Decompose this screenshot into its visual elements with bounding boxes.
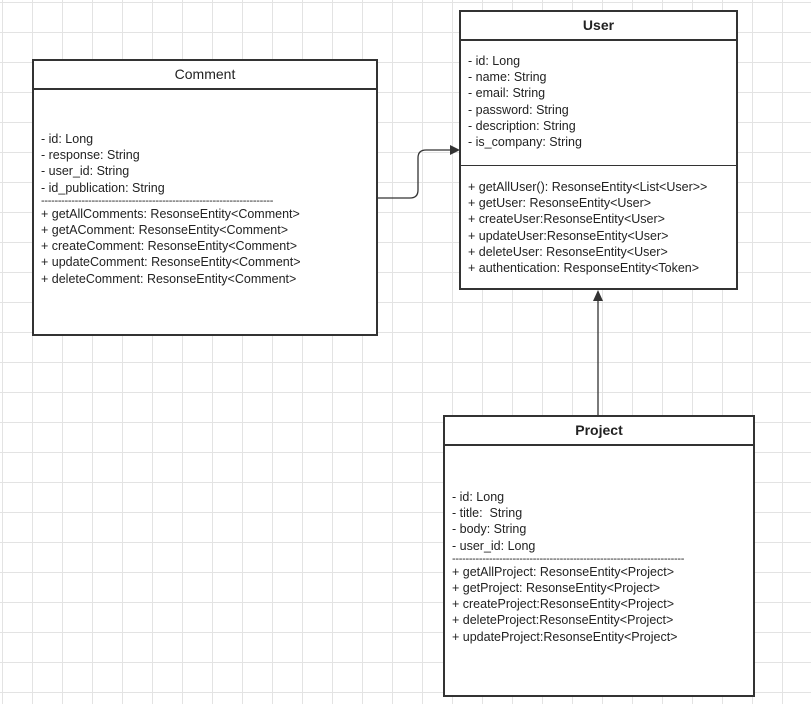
project-method: + getAllProject: ResonseEntity<Project> xyxy=(452,564,674,579)
user-method: + createUser:ResonseEntity<User> xyxy=(468,212,665,227)
project-attribute: - body: String xyxy=(452,522,527,537)
project-class-body: - id: Long - title: String - body: Strin… xyxy=(445,446,753,645)
user-attribute: - password: String xyxy=(468,102,569,117)
user-method: + authentication: ResponseEntity<Token> xyxy=(468,261,700,276)
user-method: + getAllUser(): ResonseEntity<List<User>… xyxy=(468,180,708,194)
user-method: + updateUser:ResonseEntity<User> xyxy=(468,228,669,243)
comment-method: + getAComment: ResonseEntity<Comment> xyxy=(41,223,288,238)
project-to-user-arrowhead xyxy=(593,290,603,301)
user-attributes: - id: Long - name: String - email: Strin… xyxy=(468,53,736,165)
project-method: + deleteProject:ResonseEntity<Project> xyxy=(452,613,674,628)
user-class-box[interactable]: User - id: Long - name: String - email: … xyxy=(459,10,738,290)
user-method: + getUser: ResonseEntity<User> xyxy=(468,196,652,211)
project-methods: + getAllProject: ResonseEntity<Project> … xyxy=(452,564,753,645)
comment-class-body: - id: Long - response: String - user_id:… xyxy=(34,90,376,287)
project-attribute: - id: Long xyxy=(452,490,505,504)
comment-method: + updateComment: ResonseEntity<Comment> xyxy=(41,255,301,270)
user-attribute: - name: String xyxy=(468,70,547,85)
user-attribute: - description: String xyxy=(468,118,576,133)
user-attribute: - email: String xyxy=(468,86,546,101)
comment-to-user-connector xyxy=(378,149,452,199)
comment-method: + deleteComment: ResonseEntity<Comment> xyxy=(41,271,297,286)
user-class-body: - id: Long - name: String - email: Strin… xyxy=(461,41,736,276)
comment-class-name: Comment xyxy=(34,61,376,90)
project-class-box[interactable]: Project - id: Long - title: String - bod… xyxy=(443,415,755,697)
comment-attributes: - id: Long - response: String - user_id:… xyxy=(41,131,376,196)
project-attribute: - user_id: Long xyxy=(452,538,536,553)
project-method: + updateProject:ResonseEntity<Project> xyxy=(452,629,678,644)
user-attribute: - id: Long xyxy=(468,54,521,68)
comment-attribute: - user_id: String xyxy=(41,164,130,179)
comment-separator: ----------------------------------------… xyxy=(41,195,274,206)
user-methods: + getAllUser(): ResonseEntity<List<User>… xyxy=(468,166,736,276)
comment-method: + getAllComments: ResonseEntity<Comment> xyxy=(41,206,300,221)
comment-attribute: - response: String xyxy=(41,148,140,163)
comment-attribute: - id: Long xyxy=(41,132,94,146)
comment-attribute: - id_publication: String xyxy=(41,180,165,195)
project-attributes: - id: Long - title: String - body: Strin… xyxy=(452,489,753,554)
user-section-divider xyxy=(461,165,736,166)
project-attribute: - title: String xyxy=(452,506,523,521)
comment-class-box[interactable]: Comment - id: Long - response: String - … xyxy=(32,59,378,336)
comment-method: + createComment: ResonseEntity<Comment> xyxy=(41,239,298,254)
project-class-name: Project xyxy=(445,417,753,446)
user-method: + deleteUser: ResonseEntity<User> xyxy=(468,244,668,259)
project-separator: ----------------------------------------… xyxy=(452,553,685,564)
comment-methods: + getAllComments: ResonseEntity<Comment>… xyxy=(41,206,376,287)
user-attribute: - is_company: String xyxy=(468,135,582,150)
project-method: + getProject: ResonseEntity<Project> xyxy=(452,581,661,596)
user-class-name: User xyxy=(461,12,736,41)
project-method: + createProject:ResonseEntity<Project> xyxy=(452,597,674,612)
